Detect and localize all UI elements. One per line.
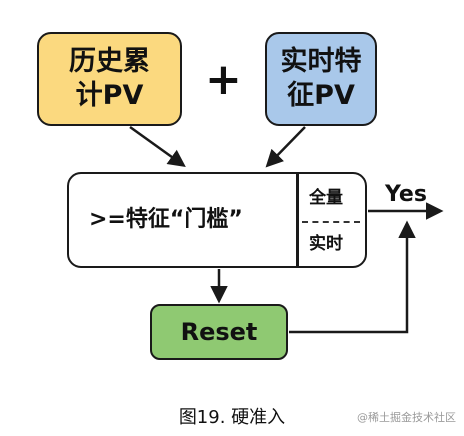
realtime-pv-line1: 实时特: [280, 46, 362, 78]
full-label: 全量: [309, 188, 343, 208]
realtime-pv-box: 实时特 征PV: [265, 32, 377, 126]
reset-box: Reset: [150, 304, 288, 360]
realtime-label: 实时: [309, 234, 343, 254]
arrow-reset-to-yes: [289, 220, 416, 334]
arrow-history-to-threshold: [129, 125, 186, 168]
figure-caption: 图19. 硬准入: [178, 407, 286, 428]
plus-sign: +: [205, 54, 242, 105]
history-pv-line2: 计PV: [75, 80, 144, 111]
arrow-realtime-to-threshold: [265, 126, 306, 168]
dashed-separator: [302, 221, 360, 223]
threshold-label: >=特征“门槛”: [89, 207, 243, 233]
threshold-divider: [296, 174, 299, 266]
history-pv-line1: 历史累: [69, 46, 150, 78]
yes-label: Yes: [385, 182, 427, 207]
realtime-pv-line2: 征PV: [287, 80, 355, 111]
watermark: @稀土掘金技术社区: [357, 411, 456, 424]
threshold-box: >=特征“门槛” 全量 实时: [67, 172, 367, 268]
history-pv-box: 历史累 计PV: [37, 32, 182, 126]
reset-label: Reset: [180, 318, 258, 346]
